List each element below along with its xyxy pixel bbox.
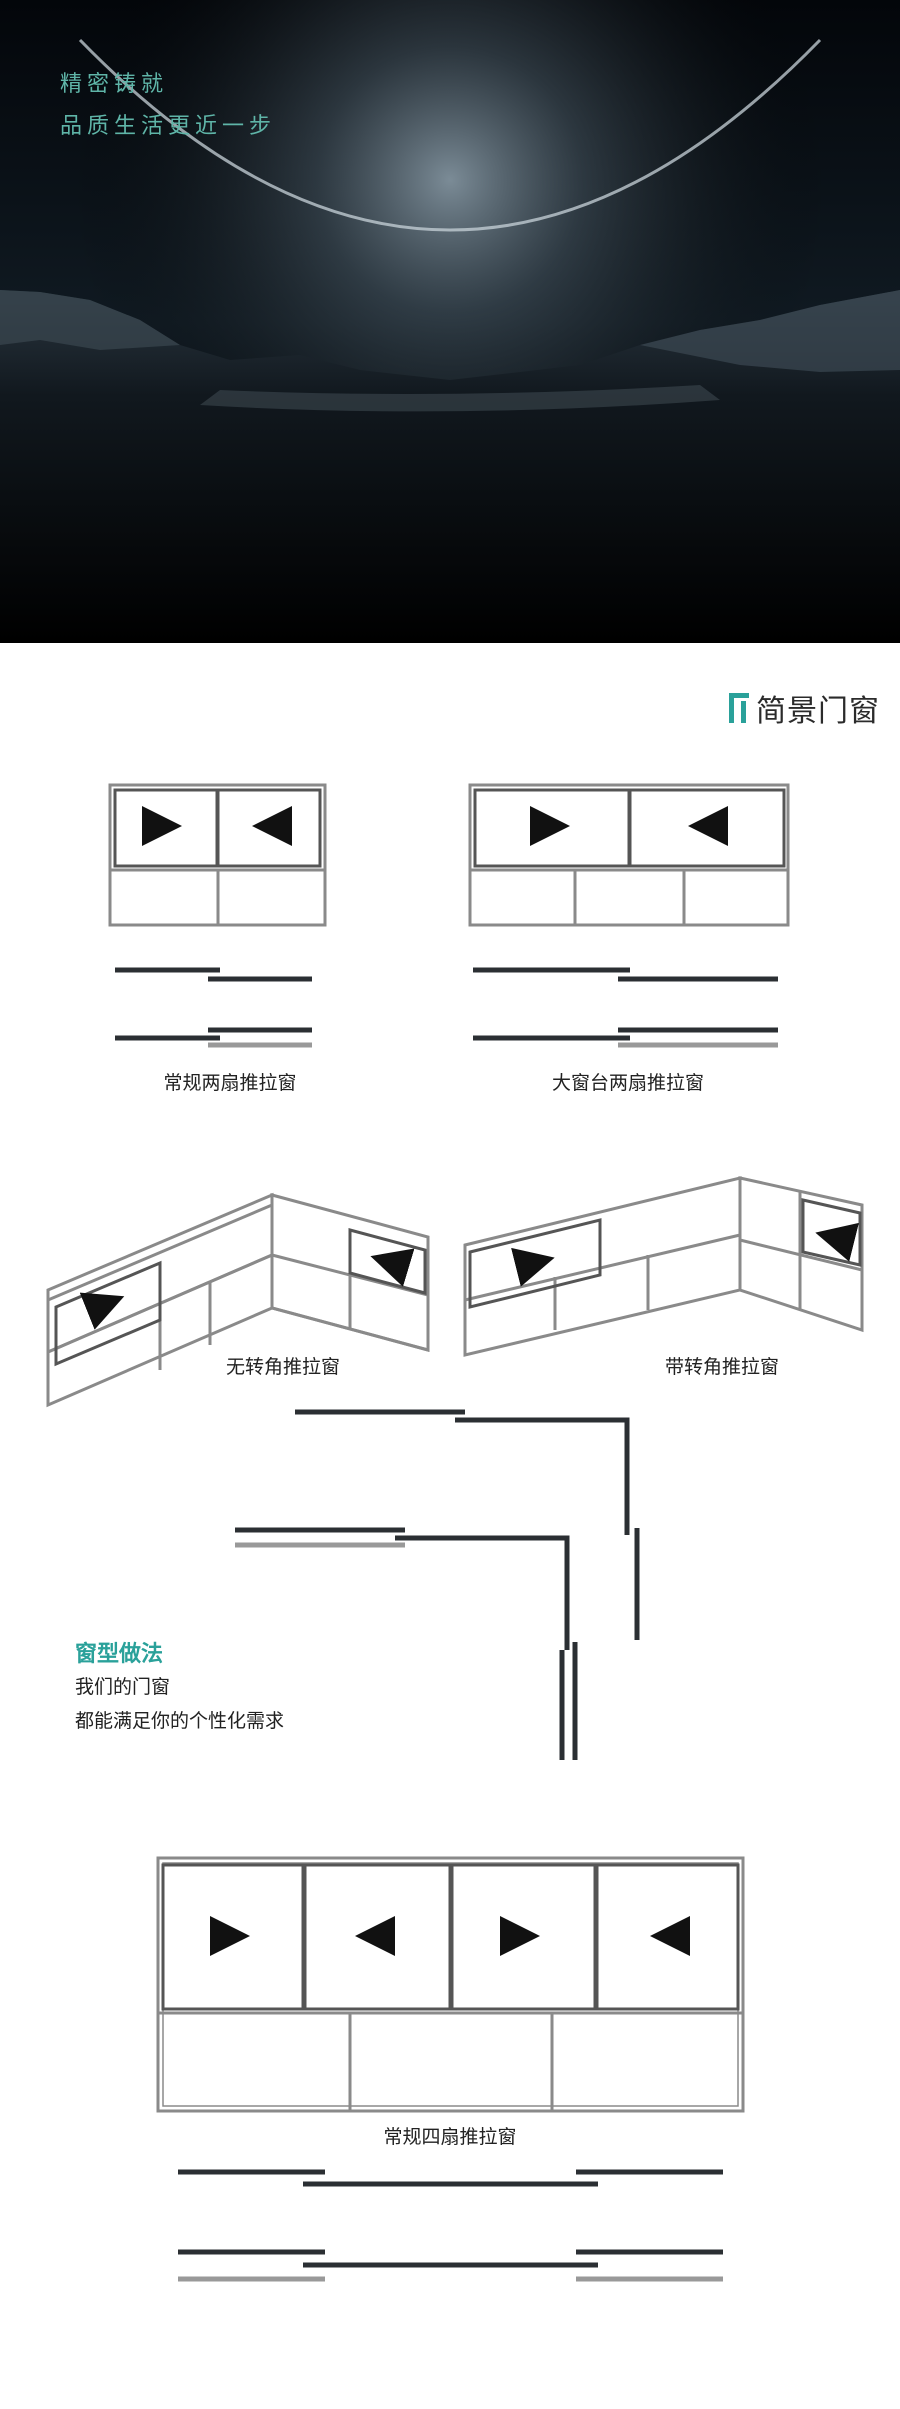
brand-mark-icon	[729, 693, 749, 723]
diagram-with-corner	[463, 1176, 864, 1357]
diagram-5-sections	[178, 2169, 723, 2282]
diagram-four-panel-standard	[156, 1856, 745, 2113]
diagram-1-sections	[115, 967, 312, 1048]
section-line-2: 都能满足你的个性化需求	[75, 1710, 285, 1732]
corner-section-detail	[235, 1409, 640, 1760]
diagram-2-sections	[473, 967, 778, 1048]
caption-four-panel-standard: 常规四扇推拉窗	[383, 2126, 517, 2148]
diagram-4-arrows	[511, 1222, 859, 1287]
caption-no-corner: 无转角推拉窗	[225, 1356, 341, 1378]
hero-landscape-image	[0, 0, 900, 643]
diagram-two-panel-standard	[108, 783, 327, 927]
section-title: 窗型做法	[75, 1642, 164, 1667]
brand-logo: 简景门窗	[728, 688, 880, 729]
brand-name: 简景门窗	[756, 694, 880, 729]
hero-banner: 精密铸就 品质生活更近一步	[0, 0, 900, 643]
diagram-3-arrows	[79, 1248, 415, 1330]
section-line-1: 我们的门窗	[75, 1676, 171, 1698]
hero-title: 精密铸就	[60, 72, 169, 97]
caption-with-corner: 带转角推拉窗	[664, 1356, 780, 1378]
diagram-two-panel-large-sill	[468, 783, 790, 927]
caption-two-panel-large-sill: 大窗台两扇推拉窗	[551, 1072, 705, 1094]
hero-subtitle: 品质生活更近一步	[60, 114, 277, 139]
caption-two-panel-standard: 常规两扇推拉窗	[163, 1072, 297, 1094]
